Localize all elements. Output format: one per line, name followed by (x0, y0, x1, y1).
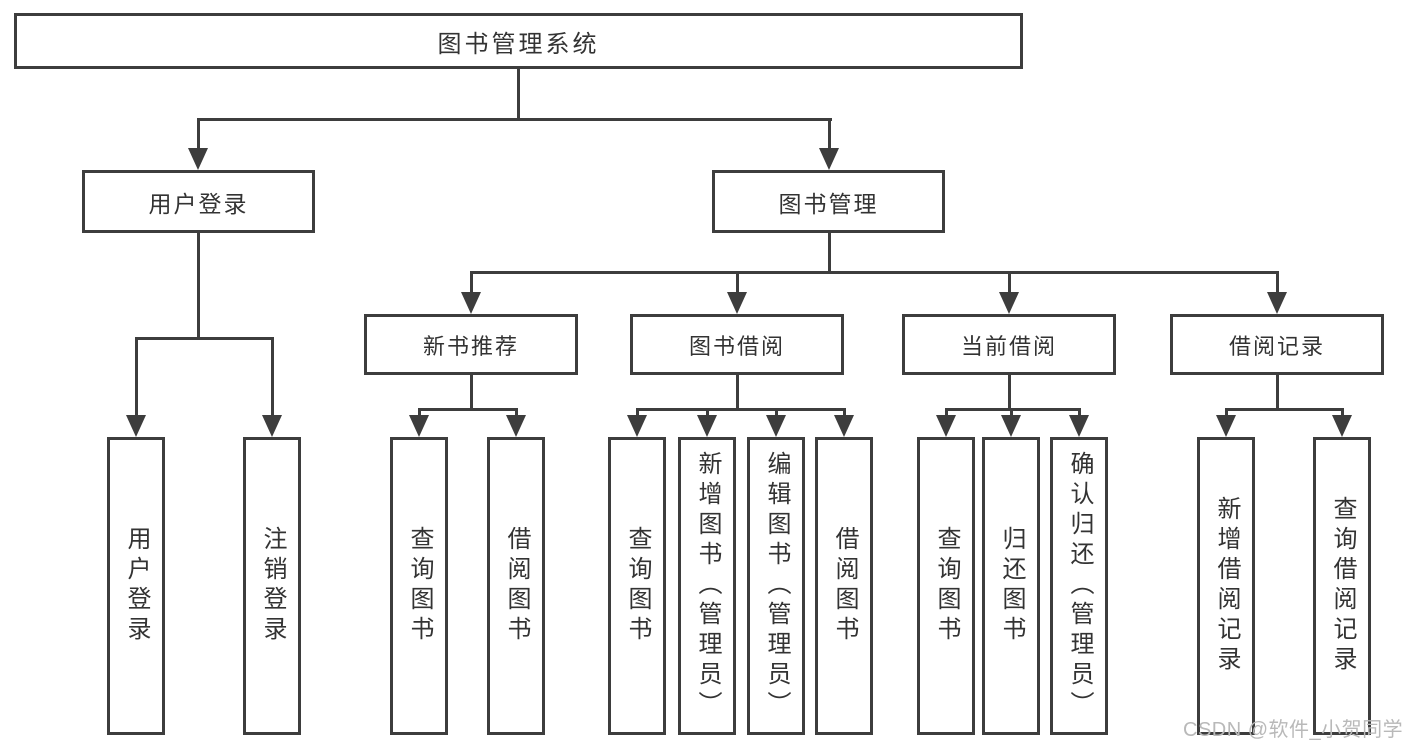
arrowhead-record (1267, 292, 1287, 314)
arrowhead-current (999, 292, 1019, 314)
arrowhead-new-book (461, 292, 481, 314)
leaf-query-book-recommend: 查询图书 (390, 437, 448, 735)
edge-leaf (636, 408, 639, 418)
arrowhead-leaf (627, 415, 647, 437)
edge-current-stem (1008, 375, 1011, 410)
leaf-query-book: 查询图书 (608, 437, 666, 735)
node-library-system: 图书管理系统 (14, 13, 1023, 69)
arrowhead-leaf (506, 415, 526, 437)
edge-to-leaf-logout (271, 337, 274, 417)
node-current-borrow: 当前借阅 (902, 314, 1116, 375)
arrowhead-leaf (697, 415, 717, 437)
edge-to-new-book (470, 271, 473, 294)
edge-to-record (1276, 271, 1279, 294)
edge-leaf (1341, 408, 1344, 418)
arrowhead-leaf (1001, 415, 1021, 437)
node-new-book-recommend: 新书推荐 (364, 314, 578, 375)
edge-to-book-mgmt (828, 118, 831, 150)
edge-to-leaf-login (135, 337, 138, 417)
node-book-borrow: 图书借阅 (630, 314, 844, 375)
edge-to-current (1008, 271, 1011, 294)
edge-user-login-stem (197, 233, 200, 339)
leaf-borrow-book-recommend: 借阅图书 (487, 437, 545, 735)
edge-to-borrow (736, 271, 739, 294)
edge-leaf (775, 408, 778, 418)
leaf-user-login: 用户登录 (107, 437, 165, 735)
edge-leaf (1078, 408, 1081, 418)
arrowhead-user-login (188, 148, 208, 170)
node-borrow-record: 借阅记录 (1170, 314, 1384, 375)
arrowhead-leaf (1069, 415, 1089, 437)
edge-root-stem (517, 69, 520, 119)
arrowhead-leaf (409, 415, 429, 437)
edge-record-stem (1276, 375, 1279, 410)
arrowhead-leaf-logout (262, 415, 282, 437)
leaf-return-book: 归还图书 (982, 437, 1040, 735)
arrowhead-leaf-login (126, 415, 146, 437)
arrowhead-leaf (936, 415, 956, 437)
leaf-add-borrow-record: 新增借阅记录 (1197, 437, 1255, 735)
arrowhead-borrow (727, 292, 747, 314)
arrowhead-book-mgmt (819, 148, 839, 170)
edge-level3-branch (470, 271, 1278, 274)
leaf-logout: 注销登录 (243, 437, 301, 735)
arrowhead-leaf (766, 415, 786, 437)
edge-record-leaf-branch (1225, 408, 1343, 411)
edge-leaf (843, 408, 846, 418)
edge-leaf (706, 408, 709, 418)
edge-to-user-login (197, 118, 200, 150)
csdn-watermark: CSDN @软件_小贺同学 (1183, 719, 1404, 741)
edge-book-mgmt-stem (828, 233, 831, 273)
edge-leaf (1010, 408, 1013, 418)
edge-borrow-stem (736, 375, 739, 410)
edge-leaf (1225, 408, 1228, 418)
edge-leaf (515, 408, 518, 418)
edge-new-book-stem (470, 375, 473, 410)
leaf-borrow-book: 借阅图书 (815, 437, 873, 735)
leaf-query-borrow-record: 查询借阅记录 (1313, 437, 1371, 735)
arrowhead-leaf (834, 415, 854, 437)
edge-leaf (418, 408, 421, 418)
edge-borrow-leaf-branch (636, 408, 845, 411)
edge-user-leaf-branch (135, 337, 274, 340)
leaf-add-book-admin: 新增图书（管理员） (678, 437, 736, 735)
leaf-query-book-current: 查询图书 (917, 437, 975, 735)
node-book-management: 图书管理 (712, 170, 945, 233)
leaf-confirm-return-admin: 确认归还（管理员） (1050, 437, 1108, 735)
arrowhead-leaf (1332, 415, 1352, 437)
node-user-login: 用户登录 (82, 170, 315, 233)
arrowhead-leaf (1216, 415, 1236, 437)
edge-leaf (945, 408, 948, 418)
edge-level2-branch (197, 118, 832, 121)
edge-new-book-leaf-branch (418, 408, 518, 411)
leaf-edit-book-admin: 编辑图书（管理员） (747, 437, 805, 735)
